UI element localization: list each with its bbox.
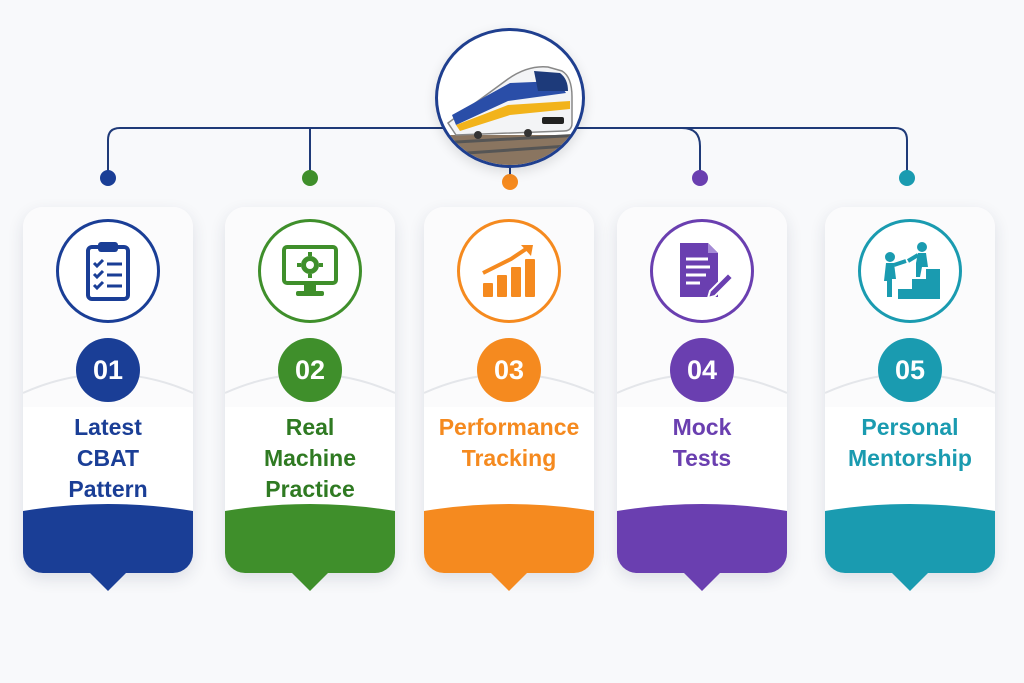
card-pointer: [290, 571, 330, 591]
footer-wave: [617, 504, 787, 573]
step-card-4: 04 Mock Tests: [617, 207, 787, 591]
card-pointer: [682, 571, 722, 591]
icon-ring: [457, 219, 561, 323]
step-number-badge: 01: [76, 338, 140, 402]
step-label: Performance Tracking: [438, 414, 580, 471]
footer-wave: [825, 504, 995, 573]
step-label: Latest CBAT Pattern: [68, 414, 148, 502]
document-pencil-icon: [680, 243, 734, 300]
card-pointer: [489, 571, 529, 591]
icon-ring: [858, 219, 962, 323]
step-card-5: 05 Personal Mentorship: [825, 207, 995, 591]
footer-wave: [23, 504, 193, 573]
growth-chart-icon: [482, 245, 535, 297]
step-number-badge: 05: [878, 338, 942, 402]
icon-ring: [258, 219, 362, 323]
card-pointer: [88, 571, 128, 591]
card-pointer: [890, 571, 930, 591]
step-number-badge: 04: [670, 338, 734, 402]
train-icon: [438, 66, 582, 165]
step-label: Mock Tests: [672, 414, 732, 471]
step-card-2: 02 Real Machine Practice: [225, 207, 395, 591]
step-card-1: 01 Latest CBAT Pattern: [23, 207, 193, 591]
clipboard-checklist-icon: [86, 242, 130, 301]
connector-dot: [302, 170, 318, 186]
step-number-badge: 02: [278, 338, 342, 402]
connector-line: [681, 127, 701, 178]
connector-dot: [100, 170, 116, 186]
connector-dot: [692, 170, 708, 186]
helping-hand-stairs-icon: [884, 242, 940, 299]
footer-wave: [225, 504, 395, 573]
step-card-3: 03 Performance Tracking: [424, 207, 594, 591]
connector-dot: [899, 170, 915, 186]
step-label: Real Machine Practice: [263, 414, 357, 502]
train-hub: [435, 28, 585, 168]
step-label: Personal Mentorship: [848, 414, 972, 471]
step-number-badge: 03: [477, 338, 541, 402]
icon-ring: [56, 219, 160, 323]
footer-wave: [424, 504, 594, 573]
monitor-gear-icon: [282, 245, 338, 296]
icon-ring: [650, 219, 754, 323]
connector-dot: [502, 174, 518, 190]
